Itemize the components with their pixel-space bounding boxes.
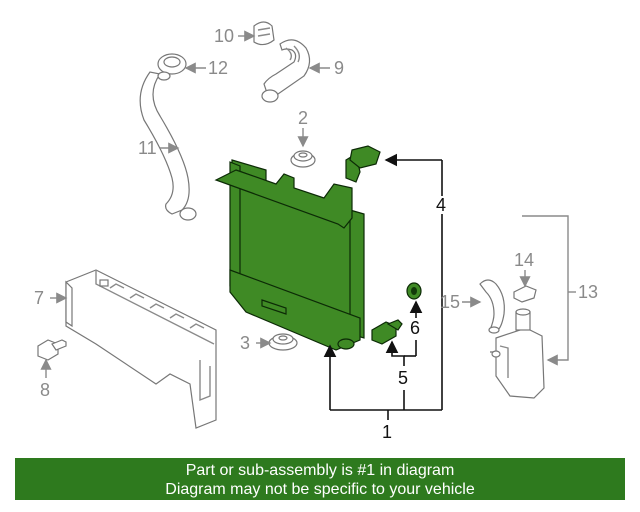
exploded-parts-diagram: 10 12 9 11 2 3 7 8 15 14 13 4 6 5 1	[34, 21, 598, 442]
banner-line-1: Part or sub-assembly is #1 in diagram	[185, 462, 455, 479]
callout-9: 9	[334, 58, 344, 78]
callout-7: 7	[34, 288, 44, 308]
callout-1: 1	[382, 422, 392, 442]
leader-lines	[40, 30, 576, 420]
callout-6: 6	[410, 318, 420, 338]
reservoir-tank-part-13	[490, 308, 545, 399]
drain-plug-part-5	[371, 319, 403, 345]
callout-3: 3	[240, 333, 250, 353]
bracket-part-7	[65, 269, 217, 429]
cushion-part-3	[268, 333, 298, 351]
radiator-cap-part-4	[349, 145, 381, 169]
cushion-part-2	[290, 150, 316, 168]
clamp-part-12	[157, 53, 187, 75]
callout-10: 10	[214, 26, 234, 46]
reservoir-cap-part-14	[513, 285, 537, 303]
clamp-part-10	[253, 21, 275, 46]
radiator-part-1	[214, 153, 365, 351]
callout-15: 15	[440, 292, 460, 312]
overflow-hose-part-15	[479, 279, 505, 334]
banner-line-2: Diagram may not be specific to your vehi…	[165, 481, 475, 498]
callout-11: 11	[138, 138, 157, 158]
lower-hose-part-11	[139, 71, 197, 221]
callout-12: 12	[208, 58, 228, 78]
upper-hose-part-9	[261, 39, 311, 103]
part-info-banner: Part or sub-assembly is #1 in diagram Di…	[15, 458, 625, 500]
bolt-part-8	[37, 339, 67, 361]
drain-plug-oring-part-6	[406, 282, 422, 300]
callout-2: 2	[298, 108, 308, 128]
callout-13: 13	[578, 282, 598, 302]
callout-5: 5	[398, 368, 408, 388]
callout-14: 14	[514, 250, 534, 270]
callout-4: 4	[436, 195, 446, 215]
callout-8: 8	[40, 380, 50, 400]
